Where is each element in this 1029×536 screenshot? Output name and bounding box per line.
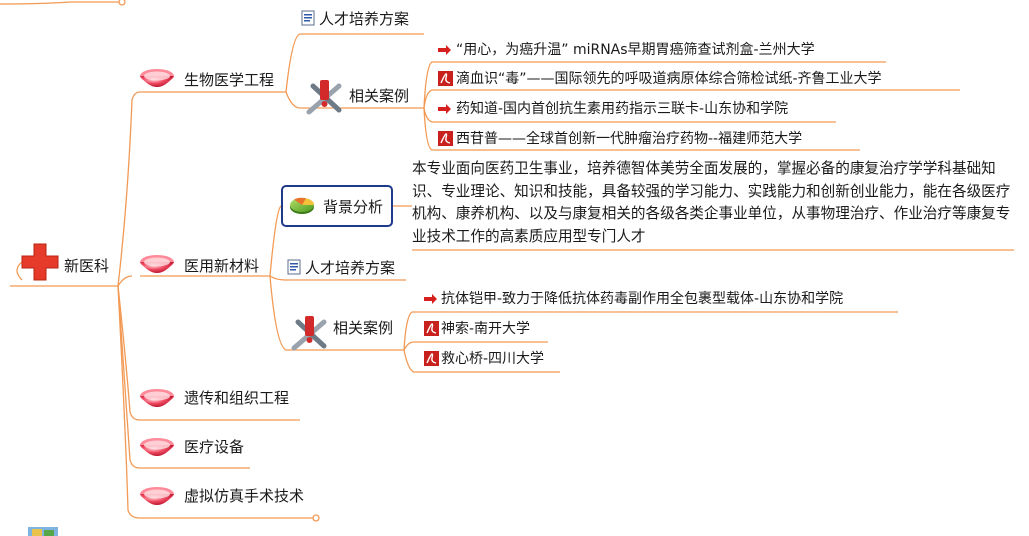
materials-case-item[interactable]: 救心桥-四川大学 — [441, 351, 545, 367]
red-gem-icon — [140, 438, 174, 456]
biomed-case-item[interactable]: 滴血识“毒”——国际领先的呼吸道病原体综合筛检试纸-齐鲁工业大学 — [456, 71, 882, 87]
pdf-icon — [438, 71, 453, 86]
tools-icon — [306, 80, 342, 115]
biomed-case-item[interactable]: 药知道-国内首创抗生素用药指示三联卡-山东协和学院 — [456, 101, 789, 117]
red-arrow-icon — [438, 45, 451, 55]
medical-cross-icon — [21, 243, 59, 281]
branch-devices-label[interactable]: 医疗设备 — [184, 438, 245, 456]
red-gem-icon — [140, 389, 174, 407]
branch-surgery-label[interactable]: 虚拟仿真手术技术 — [184, 487, 305, 505]
background-analysis-text: 本专业面向医药卫生事业，培养德智体美劳全面发展的，掌握必备的康复治疗学学科基础知… — [412, 160, 1011, 245]
red-gem-icon — [140, 487, 174, 505]
tools-icon — [291, 316, 327, 351]
materials-case-item[interactable]: 抗体铠甲-致力于降低抗体药毒副作用全包裹型载体-山东协和学院 — [441, 291, 844, 307]
root-node-label[interactable]: 新医科 — [64, 257, 110, 275]
biomed-case-item[interactable]: “用心，为癌升温” miRNAs早期胃癌筛查试剂盒-兰州大学 — [456, 42, 815, 58]
pie-chart-icon — [290, 197, 315, 214]
biomed-training-plan-link[interactable]: 人才培养方案 — [319, 10, 410, 28]
branch-biomed-label[interactable]: 生物医学工程 — [184, 71, 275, 89]
red-arrow-icon — [438, 104, 451, 114]
red-arrow-icon — [424, 294, 437, 304]
pdf-icon — [438, 131, 453, 146]
background-analysis-label[interactable]: 背景分析 — [323, 198, 384, 216]
materials-training-plan-link[interactable]: 人才培养方案 — [305, 259, 396, 277]
red-gem-icon — [140, 69, 174, 87]
biomed-cases-label[interactable]: 相关案例 — [349, 87, 410, 105]
red-gem-icon — [140, 255, 174, 273]
branch-genetics-label[interactable]: 遗传和组织工程 — [184, 389, 290, 407]
pdf-icon — [424, 321, 439, 336]
biomed-case-item[interactable]: 西苷普——全球首创新一代肿瘤治疗药物--福建师范大学 — [456, 131, 803, 147]
word-document-icon — [287, 259, 301, 275]
materials-case-item[interactable]: 神索-南开大学 — [441, 321, 531, 337]
pdf-icon — [424, 351, 439, 366]
word-document-icon — [301, 10, 315, 26]
branch-materials-label[interactable]: 医用新材料 — [184, 257, 260, 275]
materials-cases-label[interactable]: 相关案例 — [333, 319, 394, 337]
